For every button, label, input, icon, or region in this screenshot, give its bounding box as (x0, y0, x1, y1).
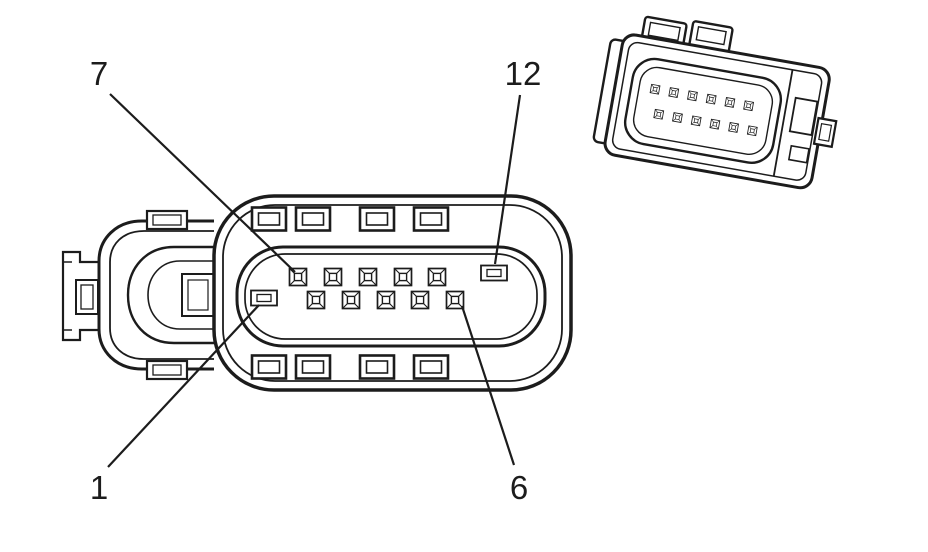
bracket-clip-detail (63, 261, 72, 331)
callout-leader-lines (107, 93, 522, 468)
bracket-keyway-inner (187, 279, 209, 311)
iso-latch-tab-2-inner (695, 26, 727, 46)
iso-rear-detail (787, 144, 810, 164)
bracket-curve-outer (126, 245, 214, 345)
slot (412, 354, 450, 380)
connector-body-inner-outline (222, 204, 563, 382)
slot (294, 354, 332, 380)
leader-line-pin-1 (107, 304, 260, 468)
leader-line-pin-12 (493, 94, 522, 265)
iso-body-inner-line (611, 41, 823, 181)
iso-front-face-inner (632, 66, 774, 156)
leader-line-pin-7 (109, 93, 296, 273)
iso-rear-block (788, 96, 819, 137)
bracket-bottom-tab-inner (152, 364, 182, 376)
connector-isometric-view (592, 15, 838, 190)
terminal-cavity-inner-outline (244, 253, 538, 340)
callout-label-7: 7 (90, 55, 108, 92)
iso-lock-tab-inner (818, 122, 833, 142)
slot (250, 354, 288, 380)
slot (250, 206, 288, 232)
callout-label-1: 1 (90, 469, 108, 506)
slot (358, 354, 396, 380)
bracket-outline-inner (109, 230, 214, 360)
callout-label-12: 12 (505, 55, 542, 92)
bracket-top-tab-inner (152, 214, 182, 226)
mounting-bracket (61, 209, 215, 381)
callout-label-6: 6 (510, 469, 528, 506)
slot (412, 206, 450, 232)
bracket-window-inner (80, 284, 94, 310)
connector-face-view (61, 194, 573, 392)
iso-front-face (623, 57, 783, 164)
iso-rear-divider (772, 69, 794, 177)
slot (358, 206, 396, 232)
bracket-curve-inner (147, 260, 214, 330)
slot (294, 206, 332, 232)
iso-lock-tab (812, 116, 838, 149)
iso-latch-tab-1-inner (647, 21, 681, 42)
leader-line-pin-6 (460, 305, 516, 466)
